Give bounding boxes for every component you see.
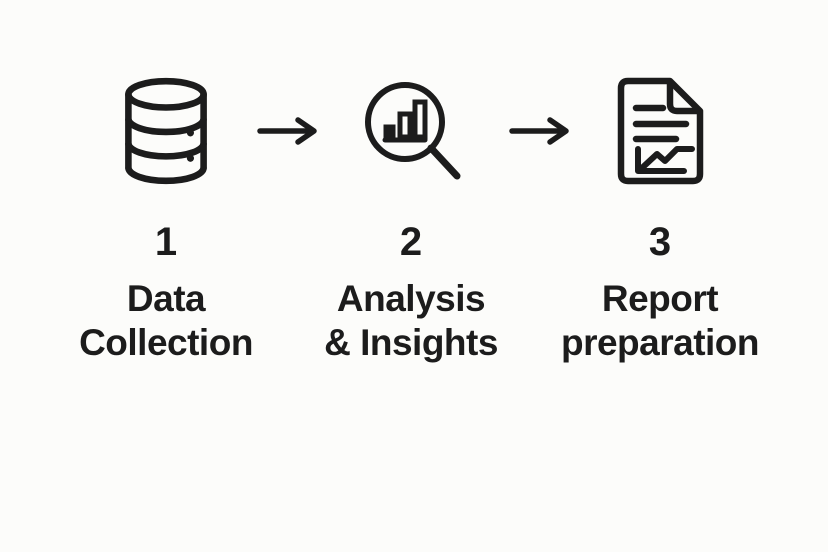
arrow-right-icon xyxy=(257,117,317,145)
step-label-line: Collection xyxy=(79,322,253,363)
report-document-icon xyxy=(617,77,704,185)
step-analysis-insights: 2 Analysis & Insights xyxy=(286,72,536,365)
step-icon-box xyxy=(119,72,213,190)
step-icon-box xyxy=(360,72,462,190)
step-label-line: preparation xyxy=(560,322,760,363)
step-label-line: Analysis xyxy=(336,278,486,319)
step-label-line: & Insights xyxy=(324,322,498,363)
step-number: 2 xyxy=(399,220,423,264)
database-icon xyxy=(125,77,207,185)
magnifier-bar-chart-icon xyxy=(365,82,461,180)
step-label: Report preparation xyxy=(560,277,760,365)
step-report-preparation: 3 Report preparation xyxy=(535,72,785,365)
step-label-line: Data xyxy=(126,278,206,319)
step-label: Data Collection xyxy=(79,277,253,365)
step-icon-box xyxy=(614,72,706,190)
step-data-collection: 1 Data Collection xyxy=(41,72,291,365)
step-number: 1 xyxy=(154,220,178,264)
arrow-right-icon xyxy=(509,117,569,145)
step-label: Analysis & Insights xyxy=(324,277,498,365)
step-number: 3 xyxy=(648,220,672,264)
step-label-line: Report xyxy=(601,278,719,319)
